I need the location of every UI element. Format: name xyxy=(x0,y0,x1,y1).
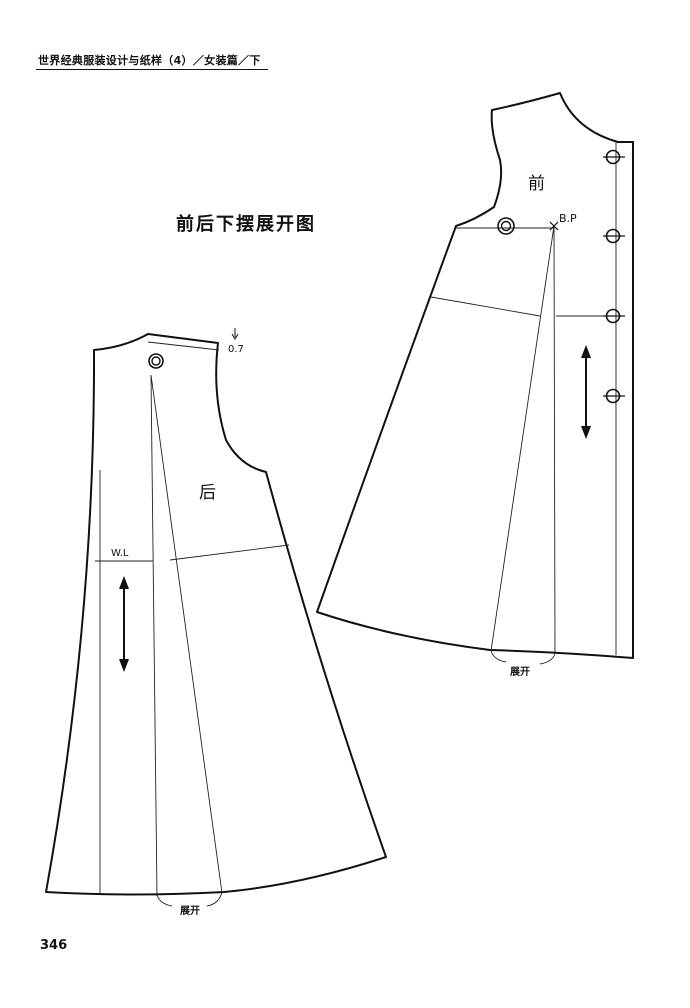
back-piece: 后 W.L 0.7 展开 xyxy=(45,328,387,917)
front-slash-line-b xyxy=(553,225,556,655)
back-spread-label: 展开 xyxy=(180,905,200,917)
front-piece: 前 B.P 展开 xyxy=(316,92,634,678)
offset-value-label: 0.7 xyxy=(228,344,244,355)
button-mark-icon xyxy=(603,228,625,244)
back-spread-bracket xyxy=(156,891,223,907)
back-label: 后 xyxy=(199,483,216,503)
front-label: 前 xyxy=(528,174,545,194)
front-spread-label: 展开 xyxy=(510,666,530,678)
back-slash-line-b xyxy=(150,374,223,894)
button-mark-icon xyxy=(603,308,625,324)
page-number: 346 xyxy=(40,938,68,953)
back-slash-line-a xyxy=(150,374,158,897)
waist-line-label: W.L xyxy=(111,548,129,559)
diagram-title: 前后下摆展开图 xyxy=(176,214,316,235)
back-shoulder-offset xyxy=(147,341,220,351)
front-slash-line-a xyxy=(490,225,555,652)
back-notch-circle-icon xyxy=(148,353,164,369)
header-underline xyxy=(36,69,268,70)
back-piece-outline xyxy=(45,333,387,896)
button-mark-icon xyxy=(603,149,625,165)
front-piece-outline xyxy=(316,92,634,659)
offset-down-arrow-icon xyxy=(231,328,239,340)
front-waist-line-left xyxy=(430,296,541,317)
back-waist-line-right xyxy=(169,544,290,561)
book-header: 世界经典服装设计与纸样（4）／女装篇／下 xyxy=(38,54,261,67)
front-notch-circle-icon xyxy=(497,217,515,235)
bust-point-label: B.P xyxy=(559,212,577,225)
back-grain-arrow xyxy=(119,576,129,672)
front-spread-bracket xyxy=(490,650,556,665)
button-mark-icon xyxy=(603,388,625,404)
front-grain-arrow xyxy=(581,345,591,439)
bust-point-cross-icon xyxy=(549,221,559,231)
